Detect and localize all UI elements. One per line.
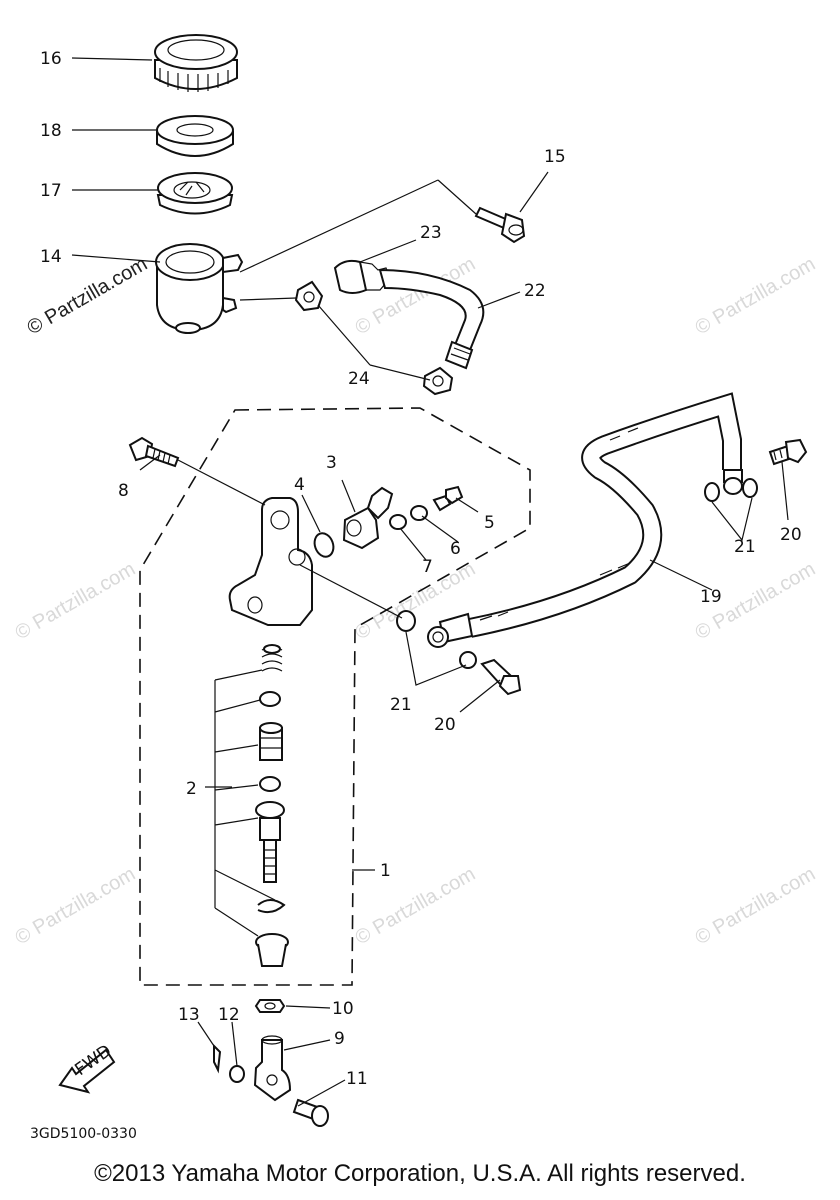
push-rod-part <box>255 801 285 883</box>
watermark-group: © Partzilla.com © Partzilla.com © Partzi… <box>12 253 820 949</box>
nut-part <box>254 999 286 1013</box>
callout-label-21: 21 <box>390 695 412 715</box>
copper-washer-part <box>742 478 758 498</box>
copper-washer-part <box>704 482 720 502</box>
fwd-arrow-icon: FWD <box>58 1041 115 1094</box>
callout-label-13: 13 <box>178 1005 200 1025</box>
reservoir-bolt-part <box>474 206 526 244</box>
hose-union-part <box>342 486 394 550</box>
callout-label-2: 2 <box>186 779 197 799</box>
reservoir-tank-part <box>155 243 244 334</box>
diagram-code: 3GD5100-0330 <box>30 1126 137 1142</box>
union-bolt-part <box>480 658 522 696</box>
callout-label-11: 11 <box>346 1069 368 1089</box>
hose-clip-part <box>422 366 454 396</box>
callout-label-23: 23 <box>420 223 442 243</box>
union-bolt-part <box>768 438 808 466</box>
dust-boot-part <box>255 933 289 967</box>
callout-label-17: 17 <box>40 181 62 201</box>
clevis-part <box>253 1035 292 1102</box>
callout-label-14: 14 <box>40 247 62 267</box>
watermark-text: © Partzilla.com <box>352 863 480 949</box>
callout-label-19: 19 <box>700 587 722 607</box>
seal-part <box>259 691 281 707</box>
watermark-text: © Partzilla.com <box>692 253 820 339</box>
callout-label-20: 20 <box>434 715 456 735</box>
copyright-text: ©2013 Yamaha Motor Corporation, U.S.A. A… <box>94 1160 746 1187</box>
spring-part <box>261 644 283 672</box>
callout-label-20: 20 <box>780 525 802 545</box>
leader-lines <box>71 57 789 1107</box>
brake-hose-part <box>427 392 743 648</box>
copper-washer-part <box>396 610 416 632</box>
washer-part <box>229 1065 245 1083</box>
callout-label-4: 4 <box>294 475 305 495</box>
master-cylinder-body-part <box>228 497 313 626</box>
cotter-pin-part <box>213 1043 222 1074</box>
callout-label-8: 8 <box>118 481 129 501</box>
callout-label-7: 7 <box>422 557 433 577</box>
diaphragm-plate-part <box>156 115 234 157</box>
callout-label-18: 18 <box>40 121 62 141</box>
circlip-part <box>257 899 286 914</box>
callout-label-1: 1 <box>380 861 391 881</box>
copper-washer-part <box>459 651 477 669</box>
mounting-bolt-part <box>128 436 180 468</box>
callout-label-9: 9 <box>334 1029 345 1049</box>
callout-labels: 16 18 17 14 15 23 22 24 8 3 4 5 6 7 21 2… <box>40 49 802 1089</box>
callout-label-15: 15 <box>544 147 566 167</box>
callout-label-22: 22 <box>524 281 546 301</box>
watermark-text: © Partzilla.com <box>12 558 140 644</box>
assembly-outline <box>139 407 531 986</box>
washer-part <box>389 514 407 530</box>
diaphragm-part <box>156 172 234 215</box>
piston-part <box>259 722 283 761</box>
cup-part <box>259 776 281 792</box>
callout-label-3: 3 <box>326 453 337 473</box>
clevis-pin-part <box>292 1098 329 1127</box>
watermark-text: © Partzilla.com <box>692 863 820 949</box>
reservoir-hose-part <box>333 259 485 370</box>
o-ring-part <box>313 532 335 558</box>
callout-label-12: 12 <box>218 1005 240 1025</box>
callout-label-24: 24 <box>348 369 370 389</box>
callout-label-5: 5 <box>484 513 495 533</box>
callout-label-6: 6 <box>450 539 461 559</box>
callout-label-10: 10 <box>332 999 354 1019</box>
hose-clip-part <box>294 280 324 312</box>
watermark-text: © Partzilla.com <box>12 863 140 949</box>
callout-label-21: 21 <box>734 537 756 557</box>
reservoir-cap-part <box>154 34 238 92</box>
callout-label-16: 16 <box>40 49 62 69</box>
